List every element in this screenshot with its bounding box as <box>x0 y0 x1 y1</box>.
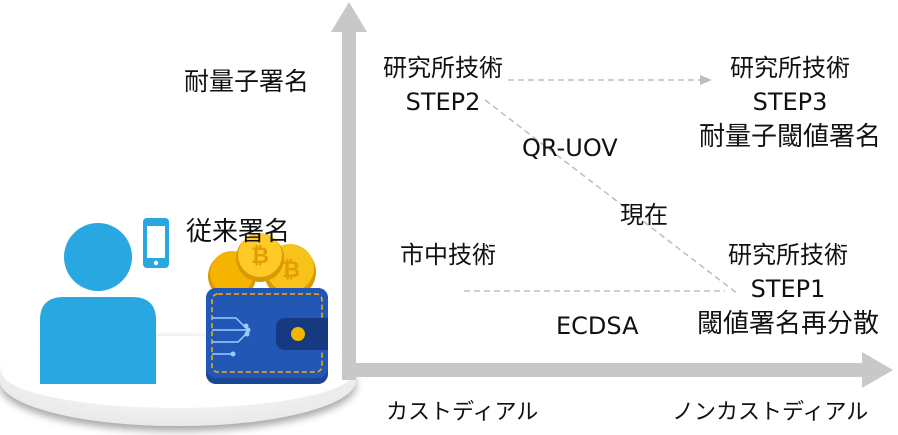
wallet-icon <box>206 288 328 384</box>
annotation-qr-uov: QR-UOV <box>522 134 618 162</box>
svg-text:₿: ₿ <box>282 258 300 283</box>
person-icon <box>40 223 156 384</box>
annotation-current: 現在 <box>620 201 668 229</box>
line-step2-to-step1 <box>484 99 739 295</box>
y-axis-bottom-label: 従来署名 <box>186 217 291 247</box>
node-step2: 研究所技術 STEP2 <box>380 56 506 114</box>
x-axis-right-label: ノンカストディアル <box>672 400 869 425</box>
node-step2-line1: 研究所技術 <box>383 54 503 82</box>
dashed-connectors <box>464 75 739 295</box>
node-market: 市中技術 <box>400 241 496 269</box>
node-step3-line1: 研究所技術 <box>730 54 850 82</box>
node-step1: 研究所技術 STEP1 閾値署名再分散 <box>680 243 896 337</box>
y-axis-top-label: 耐量子署名 <box>184 67 310 96</box>
node-step2-line2: STEP2 <box>405 88 481 116</box>
node-step3-line2: STEP3 <box>752 88 828 116</box>
node-step1-line3: 閾値署名再分散 <box>696 309 879 339</box>
node-step3: 研究所技術 STEP3 耐量子閾値署名 <box>690 56 890 150</box>
smartphone-icon <box>143 218 169 268</box>
y-axis <box>331 2 367 380</box>
node-step1-line2: STEP1 <box>750 275 826 303</box>
x-axis-left-label: カストディアル <box>386 400 539 425</box>
svg-text:₿: ₿ <box>251 244 269 269</box>
arrow-head-step3 <box>700 75 712 85</box>
node-step3-line3: 耐量子閾値署名 <box>698 122 881 152</box>
node-step1-line1: 研究所技術 <box>728 241 848 269</box>
annotation-ecdsa: ECDSA <box>556 312 639 340</box>
x-axis <box>342 352 893 388</box>
